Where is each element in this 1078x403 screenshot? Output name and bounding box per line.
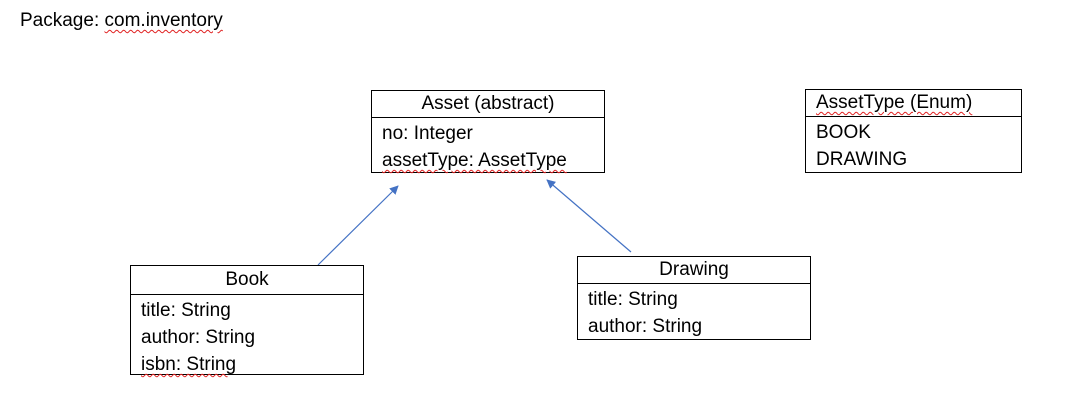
enum-value-book: BOOK bbox=[816, 122, 871, 143]
class-book: Book title: String author: String isbn: … bbox=[130, 265, 364, 375]
class-asset-name: Asset (abstract) bbox=[372, 91, 604, 118]
enum-asset-type-name: AssetType (Enum) bbox=[806, 90, 1021, 117]
drawing-to-asset-arrow bbox=[546, 179, 632, 253]
enum-value-drawing: DRAWING bbox=[816, 149, 908, 170]
class-book-attributes: title: String author: String isbn: Strin… bbox=[131, 295, 363, 378]
attribute-author: author: String bbox=[141, 327, 256, 348]
class-book-name: Book bbox=[131, 266, 363, 295]
attribute-title: title: String bbox=[588, 289, 678, 310]
book-to-asset-arrow bbox=[317, 185, 399, 266]
package-label: Package: com.inventory bbox=[20, 8, 223, 34]
attribute-title: title: String bbox=[141, 300, 231, 321]
attribute-isbn: isbn: String bbox=[141, 354, 237, 375]
enum-asset-type-label: AssetType (Enum) bbox=[816, 92, 973, 113]
class-drawing-attributes: title: String author: String bbox=[578, 284, 810, 340]
class-asset: Asset (abstract) no: Integer assetType: … bbox=[371, 90, 605, 173]
class-drawing: Drawing title: String author: String bbox=[577, 256, 811, 340]
package-prefix: Package: bbox=[20, 10, 100, 31]
class-drawing-name: Drawing bbox=[578, 257, 810, 284]
enum-asset-type: AssetType (Enum) BOOK DRAWING bbox=[805, 89, 1022, 173]
class-asset-attributes: no: Integer assetType: AssetType bbox=[372, 118, 604, 174]
attribute-asset-type: assetType: AssetType bbox=[382, 150, 567, 171]
attribute-author: author: String bbox=[588, 316, 703, 337]
enum-asset-type-values: BOOK DRAWING bbox=[806, 117, 1021, 173]
attribute-no: no: Integer bbox=[382, 123, 473, 144]
package-name: com.inventory bbox=[104, 10, 223, 31]
